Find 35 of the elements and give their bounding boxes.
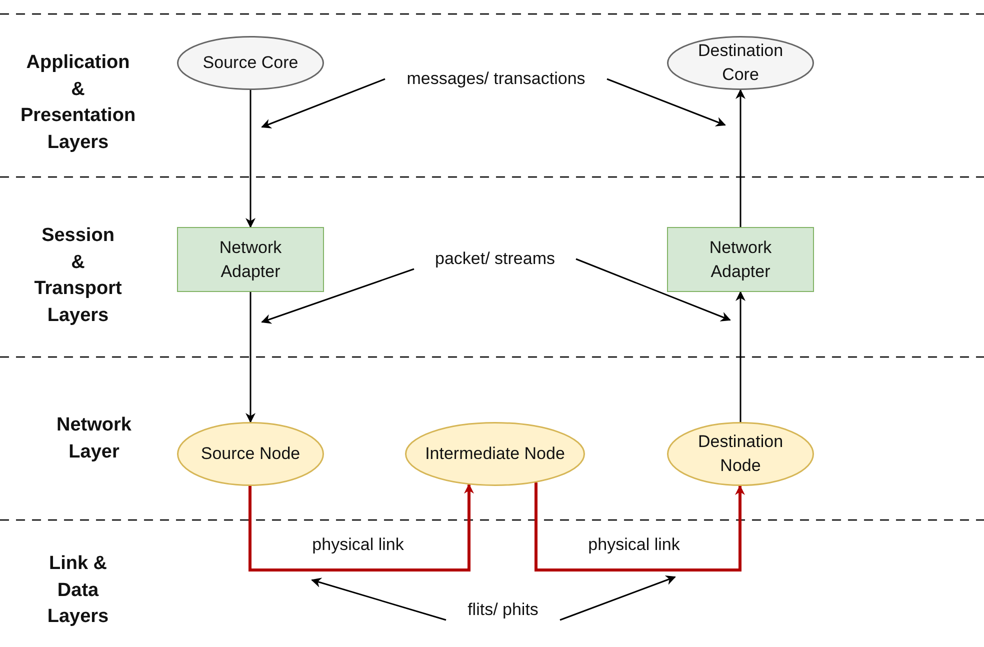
layer-label: Session & Transport Layers [34, 224, 122, 328]
node-text: Intermediate Node [425, 443, 565, 466]
flow-label: flits/ phits [446, 597, 560, 623]
process-box [177, 227, 324, 292]
flow-label: packet/ streams [414, 246, 576, 272]
flow-label: messages/ transactions [385, 66, 607, 92]
node-text: Network Adapter [708, 236, 773, 282]
ellipse-node [177, 36, 324, 90]
ellipse-node [405, 422, 585, 486]
ellipse-node [667, 36, 814, 90]
ellipse-node [667, 422, 814, 486]
layer-label: Link & Data Layers [46, 552, 110, 630]
arrow [261, 78, 386, 128]
edge-label: physical link [588, 535, 680, 555]
node-text: Network Adapter [218, 236, 283, 282]
arrow [576, 258, 731, 322]
arrow [560, 575, 676, 621]
arrow [246, 90, 256, 228]
node-text: Destination Node [696, 431, 784, 477]
arrow [736, 291, 746, 422]
ellipse-node [177, 422, 324, 486]
arrow [261, 268, 414, 324]
arrow [246, 292, 256, 423]
node-text: Source Node [200, 443, 300, 466]
layer-label: Application & Presentation Layers [20, 50, 136, 155]
arrow [736, 89, 746, 227]
node-text: Source Core [202, 52, 298, 74]
arrow [606, 78, 726, 126]
edge-label: physical link [312, 535, 404, 555]
arrow [311, 578, 446, 621]
layer-label: Network Layer [56, 413, 132, 464]
node-text: Destination Core [696, 40, 784, 86]
process-box [667, 227, 814, 292]
arrow [534, 482, 745, 572]
arrow [248, 484, 474, 572]
